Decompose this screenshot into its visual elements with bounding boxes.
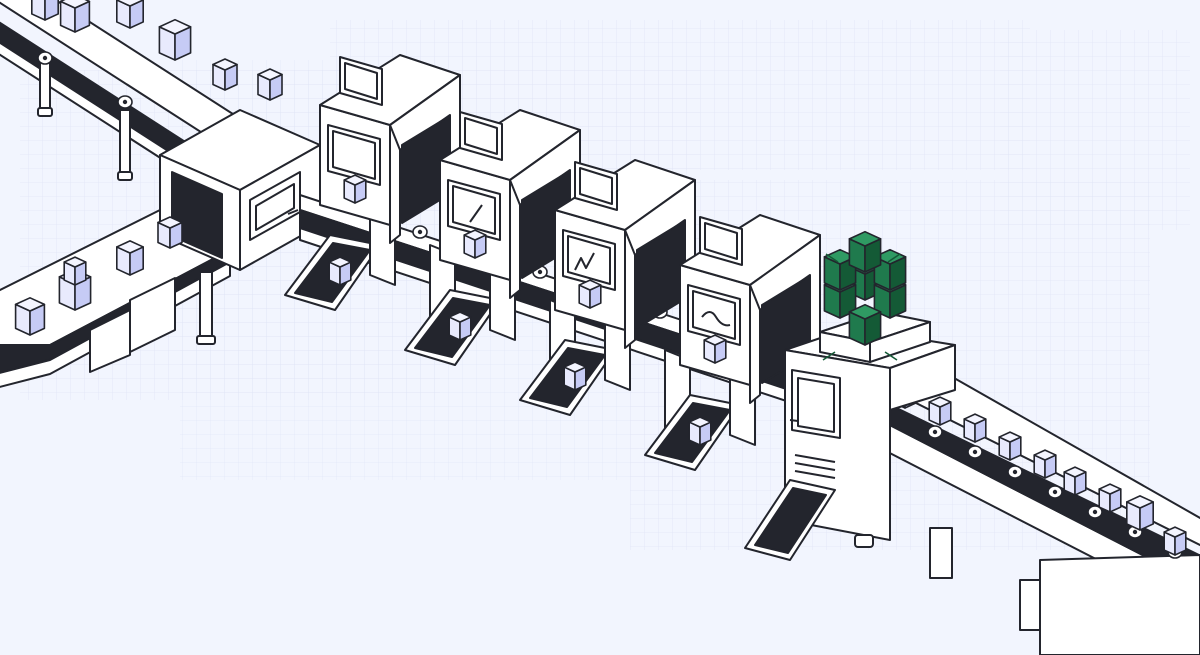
arrow-icon [825, 253, 839, 263]
module-cube [848, 303, 882, 346]
processing-station [519, 159, 696, 451]
box [157, 216, 183, 249]
box [688, 416, 712, 446]
processing-stations [284, 54, 821, 506]
box [158, 18, 192, 61]
processing-station [404, 109, 581, 401]
module-cluster-icon [822, 230, 907, 361]
processing-station [284, 54, 461, 346]
box [998, 431, 1022, 461]
box [257, 68, 283, 101]
box [63, 256, 87, 286]
box [448, 311, 472, 341]
box [14, 296, 46, 336]
module-cube [823, 248, 857, 291]
box [1126, 495, 1154, 531]
box [116, 0, 144, 29]
box [328, 256, 352, 286]
arrow-icon [887, 253, 901, 263]
box [963, 413, 987, 443]
box [1163, 526, 1187, 556]
box [578, 279, 602, 309]
belt-boxes [14, 0, 1187, 556]
box [30, 0, 60, 21]
module-cube [823, 276, 857, 319]
arrow-icon [822, 351, 836, 361]
box [928, 396, 952, 426]
box [463, 229, 487, 259]
box [1033, 449, 1057, 479]
box [563, 361, 587, 391]
box [59, 0, 91, 33]
module-cube [848, 230, 882, 273]
box [1063, 466, 1087, 496]
box [116, 240, 144, 276]
box [212, 58, 238, 91]
box [343, 174, 367, 204]
box [703, 334, 727, 364]
box [1098, 483, 1122, 513]
arrow-icon [884, 351, 898, 361]
